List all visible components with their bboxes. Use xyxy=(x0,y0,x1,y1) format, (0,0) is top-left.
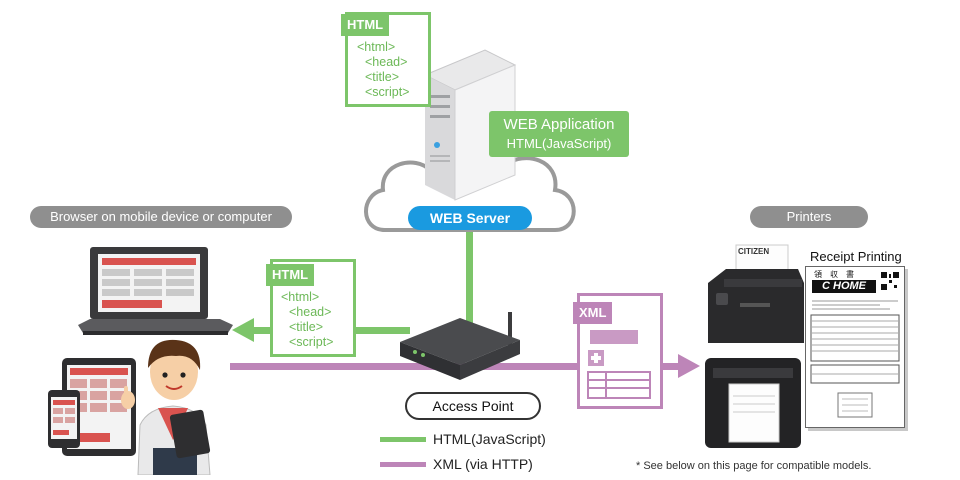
html-doc-left-tag: HTML xyxy=(266,264,315,286)
legend-html-swatch xyxy=(380,437,426,442)
printers-label: Printers xyxy=(750,206,868,228)
web-application-sub: HTML(JavaScript) xyxy=(506,136,612,151)
receipt-printing-title: Receipt Printing xyxy=(810,249,902,264)
laptop-icon xyxy=(78,247,233,335)
html-doc-top-line: <head> xyxy=(365,55,408,69)
server-icon xyxy=(423,49,517,201)
html-doc-left-line: <head> xyxy=(289,305,332,319)
qr-code-icon xyxy=(880,271,900,291)
printer-icon xyxy=(708,244,804,343)
receipt-lines xyxy=(810,300,900,418)
html-doc-top-tag: HTML xyxy=(341,14,390,36)
legend-xml-swatch xyxy=(380,462,426,467)
green-line-server-router xyxy=(466,232,473,332)
xml-doc-content xyxy=(587,330,651,399)
browser-label: Browser on mobile device or computer xyxy=(30,206,292,228)
receipt-brand: C HOME xyxy=(812,280,876,293)
web-server-label: WEB Server xyxy=(408,206,532,230)
legend-xml-text: XML (via HTTP) xyxy=(433,456,533,472)
html-doc-left-line: <title> xyxy=(289,320,324,334)
access-point-label: Access Point xyxy=(405,392,541,420)
purple-arrow-head xyxy=(678,354,700,378)
html-doc-top-line: <html> xyxy=(357,40,396,54)
person-illustration xyxy=(121,339,211,475)
router-icon xyxy=(400,312,520,380)
printer-icon xyxy=(705,358,801,448)
html-doc-top-line: <script> xyxy=(365,85,410,99)
printer-brand: CITIZEN xyxy=(738,247,770,256)
html-doc-left-line: <html> xyxy=(281,290,320,304)
xml-doc-tag: XML xyxy=(573,302,613,324)
web-application-box: WEB Application HTML(JavaScript) xyxy=(489,111,629,157)
green-arrow-head xyxy=(232,318,254,342)
legend-html-text: HTML(JavaScript) xyxy=(433,431,546,447)
receipt-header: 領 収 書 xyxy=(814,270,854,279)
compatible-models-note: * See below on this page for compatible … xyxy=(636,460,872,472)
html-doc-left-line: <script> xyxy=(289,335,334,349)
html-doc-top-line: <title> xyxy=(365,70,400,84)
receipt: 領 収 書 C HOME xyxy=(805,266,905,428)
phone-icon xyxy=(48,390,80,448)
web-application-title: WEB Application xyxy=(503,116,615,133)
